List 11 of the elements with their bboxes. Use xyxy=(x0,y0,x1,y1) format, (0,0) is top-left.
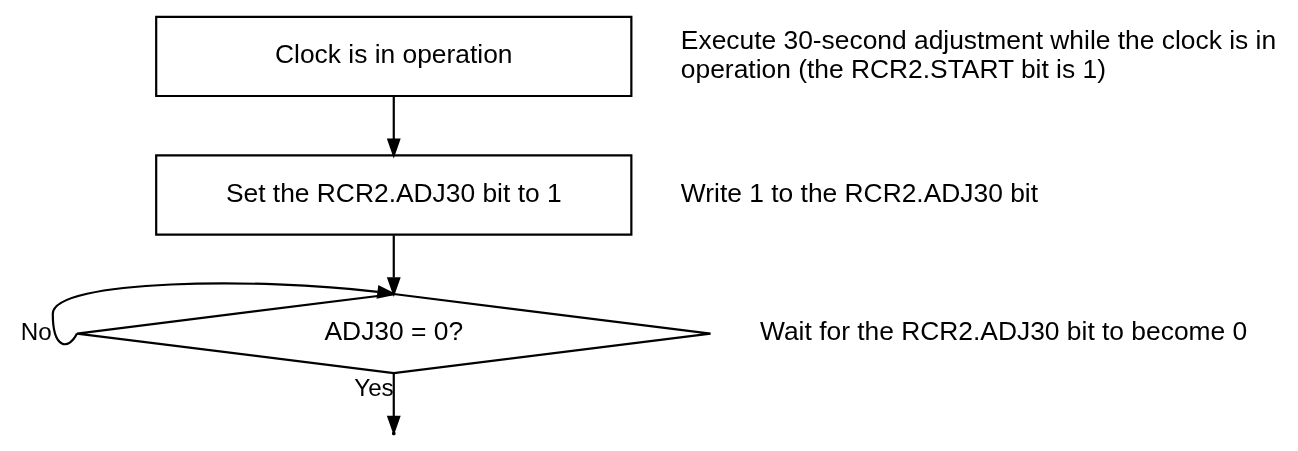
node-box: Set the RCR2.ADJ30 bit to 1 xyxy=(154,154,632,236)
node-label: Execute 30-second adjustment while the clock is in operation (the RCR2.START bit is 1) xyxy=(680,24,1276,84)
node-label: Wait for the RCR2.ADJ30 bit to become 0 xyxy=(759,316,1247,347)
arrow xyxy=(386,96,401,159)
node-label: Write 1 to the RCR2.ADJ30 bit xyxy=(680,177,1038,208)
edge-label: Yes xyxy=(353,373,394,401)
edge-label: No xyxy=(20,317,52,345)
node-box: Clock is in operation xyxy=(154,15,632,98)
arrow xyxy=(51,282,397,346)
arrow xyxy=(386,235,401,297)
node-diamond: ADJ30 = 0? xyxy=(75,292,712,375)
